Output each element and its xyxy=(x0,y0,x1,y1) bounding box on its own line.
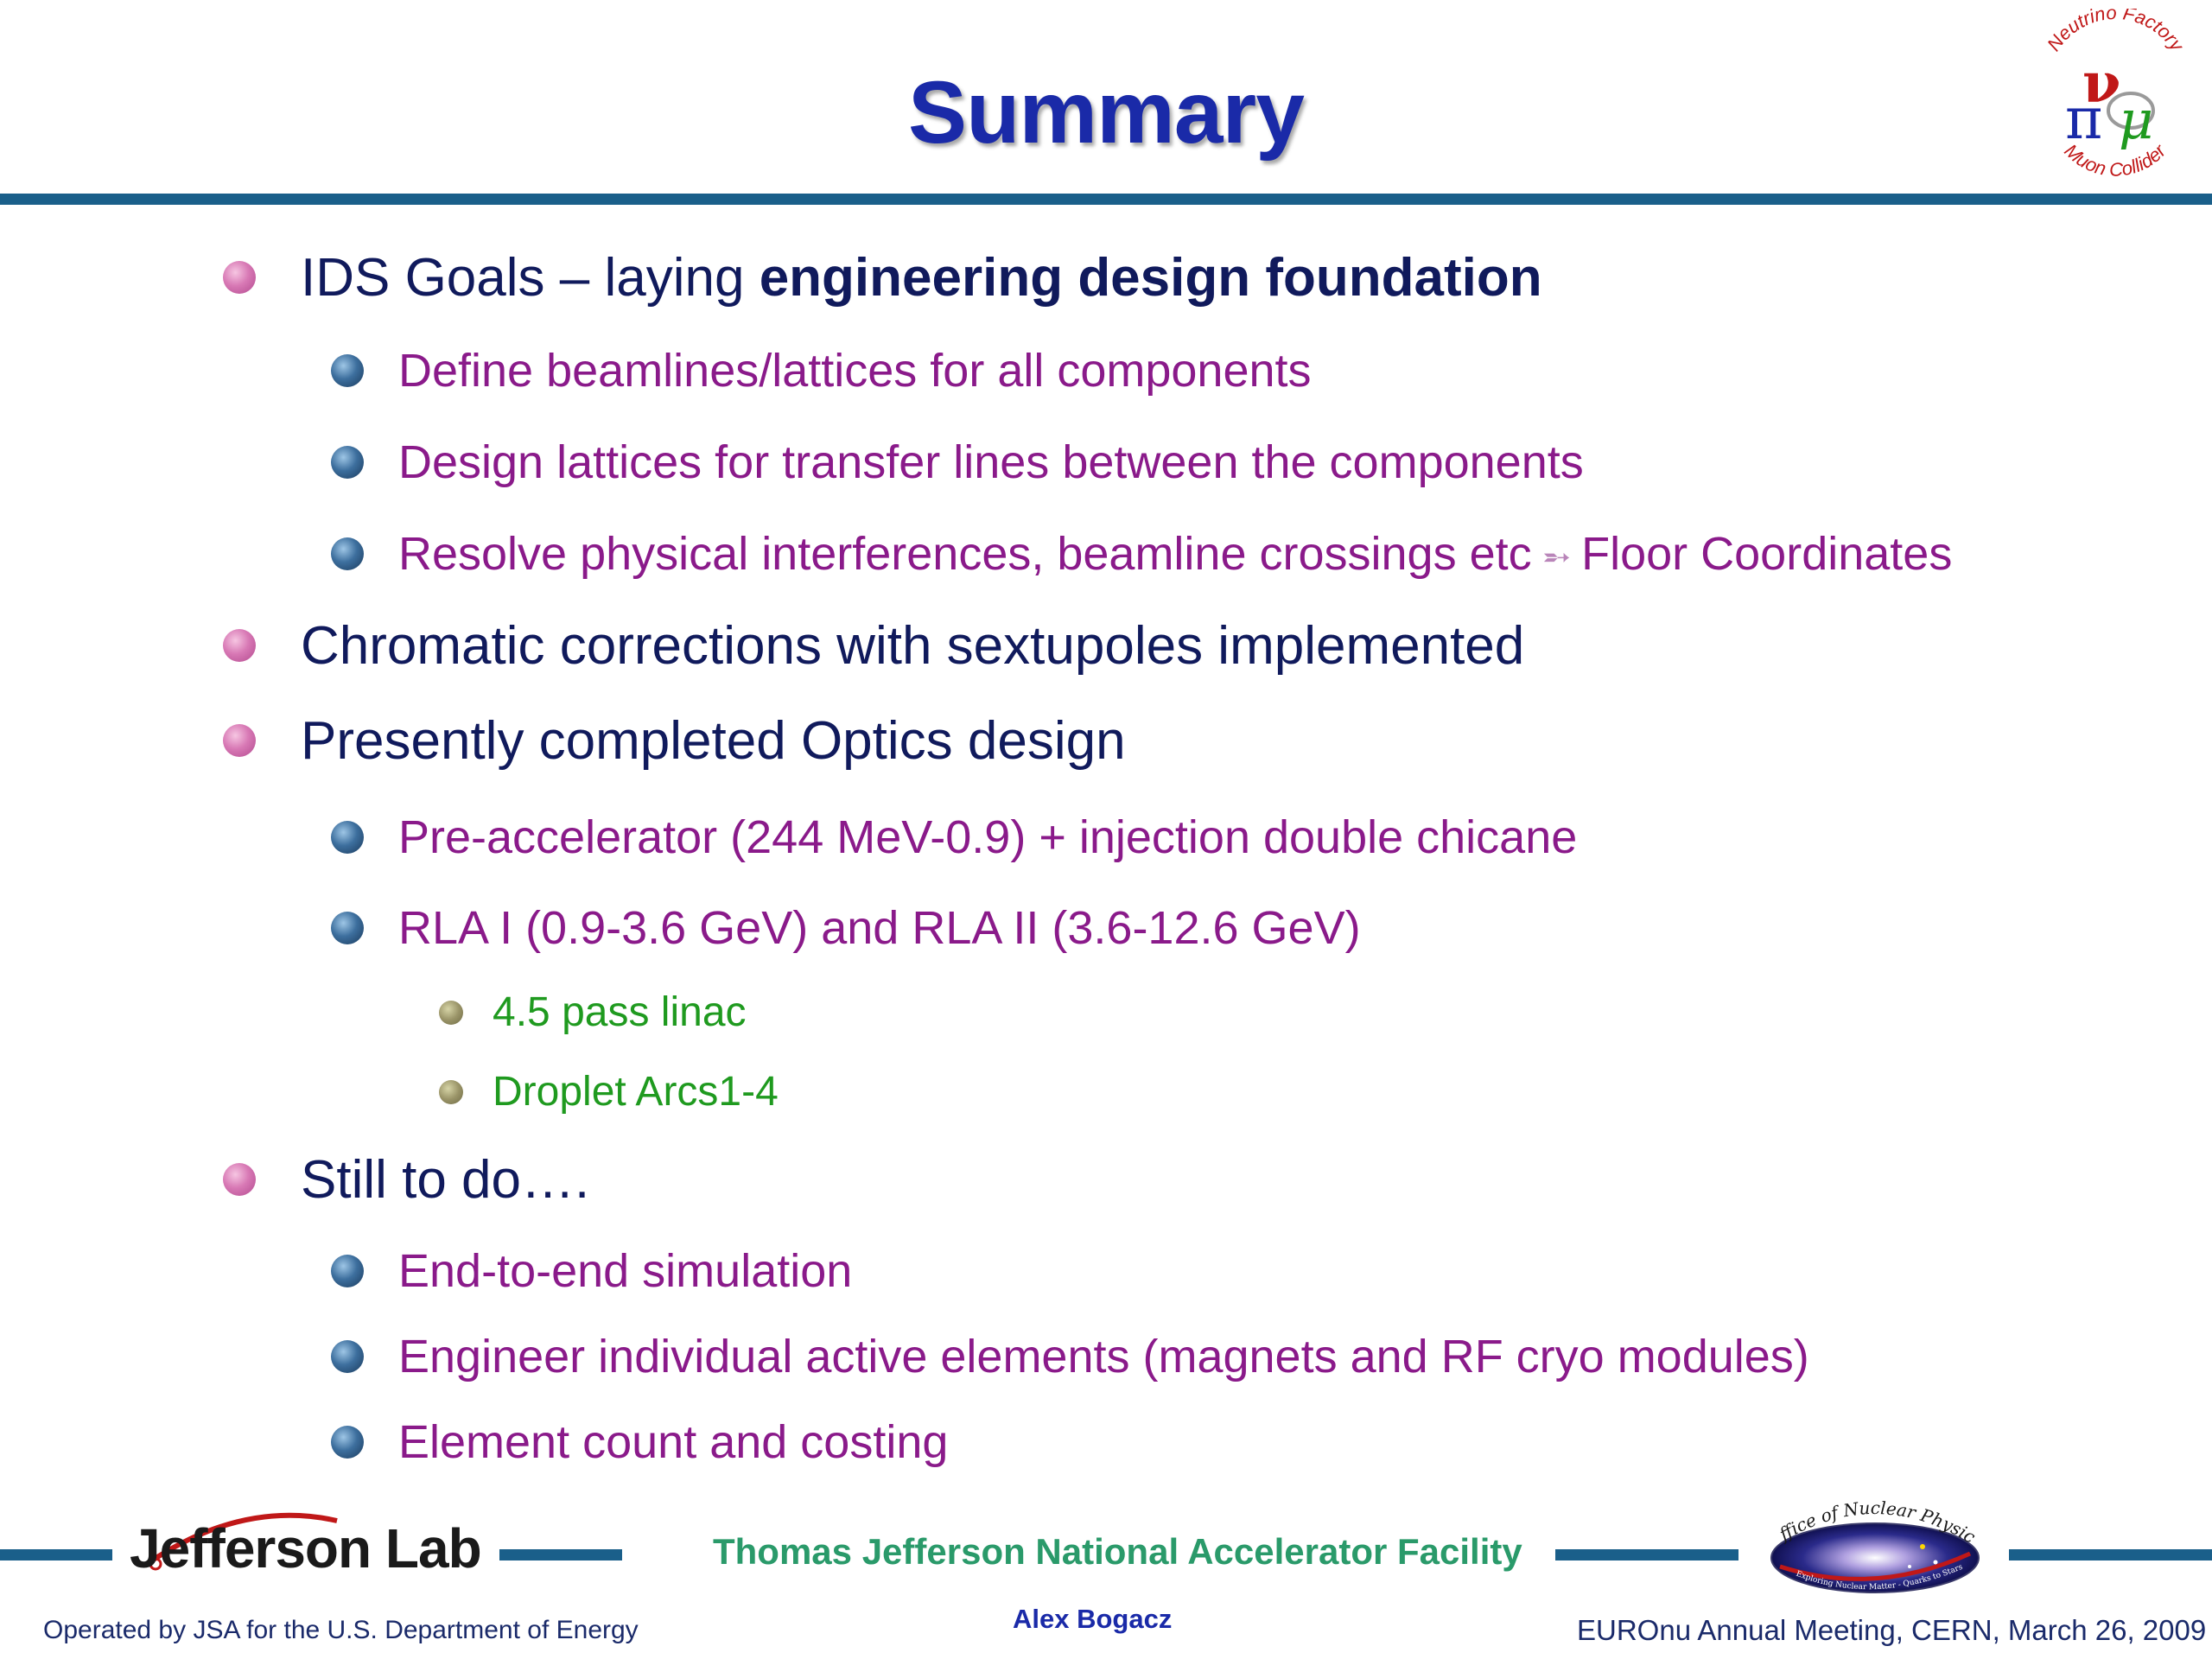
jefferson-lab-logo: Jefferson Lab xyxy=(130,1517,482,1580)
bullet-marker xyxy=(223,261,256,294)
bullet-marker xyxy=(223,724,256,757)
bullet-text: End-to-end simulation xyxy=(398,1245,853,1297)
operated-by: Operated by JSA for the U.S. Department … xyxy=(43,1616,639,1644)
bullet-chromatic-corrections: Chromatic corrections with sextupoles im… xyxy=(223,615,1525,677)
title-divider xyxy=(0,194,2212,205)
svg-text:Neutrino Factory: Neutrino Factory xyxy=(2043,9,2189,56)
bullet-text: Resolve physical interferences, beamline… xyxy=(398,528,1532,580)
bullet-text: Still to do…. xyxy=(301,1150,590,1210)
bullet-text-tail: Floor Coordinates xyxy=(1581,528,1953,580)
bullet-text: Define beamlines/lattices for all compon… xyxy=(398,345,1312,397)
jefferson-lab-swoosh-icon xyxy=(145,1512,338,1571)
bullet-marker xyxy=(331,821,364,854)
footer-rule-mid-left xyxy=(499,1549,622,1560)
bullet-marker xyxy=(331,1255,364,1287)
pi-symbol: π xyxy=(2065,86,2102,152)
bullet-text-bold: engineering design foundation xyxy=(759,248,1542,308)
bullet-engineer-elements: Engineer individual active elements (mag… xyxy=(331,1330,1809,1383)
bullet-text: Pre-accelerator (244 MeV-0.9) + injectio… xyxy=(398,811,1578,863)
bullet-marker xyxy=(331,912,364,944)
bullet-optics-design: Presently completed Optics design xyxy=(223,710,1126,772)
bullet-marker xyxy=(331,1426,364,1459)
bullet-text: Engineer individual active elements (mag… xyxy=(398,1331,1809,1382)
logo-arc-top: Neutrino Factory xyxy=(2043,9,2189,56)
bullet-marker xyxy=(439,1080,463,1104)
bullet-text: RLA I (0.9-3.6 GeV) and RLA II (3.6-12.6… xyxy=(398,902,1361,954)
bullet-pass-linac: 4.5 pass linac xyxy=(439,988,747,1036)
bullet-text: 4.5 pass linac xyxy=(493,989,747,1035)
bullet-marker xyxy=(439,1001,463,1025)
nuclear-physics-logo: Office of Nuclear Physics Exploring Nucl… xyxy=(1763,1493,1980,1593)
bullet-element-count: Element count and costing xyxy=(331,1415,949,1469)
footer-rule-mid-right xyxy=(1555,1549,1738,1560)
facility-name: Thomas Jefferson National Accelerator Fa… xyxy=(713,1531,1522,1572)
bullet-rla: RLA I (0.9-3.6 GeV) and RLA II (3.6-12.6… xyxy=(331,901,1361,955)
bullet-end-to-end: End-to-end simulation xyxy=(331,1244,853,1298)
bullet-ids-goals: IDS Goals – laying engineering design fo… xyxy=(223,247,1542,308)
bullet-marker xyxy=(223,1163,256,1196)
bullet-marker xyxy=(331,1340,364,1373)
bullet-text: Element count and costing xyxy=(398,1416,949,1468)
bullet-pre-accelerator: Pre-accelerator (244 MeV-0.9) + injectio… xyxy=(331,810,1578,864)
bullet-text: Chromatic corrections with sextupoles im… xyxy=(301,616,1525,676)
neutrino-factory-logo: Neutrino Factory Muon Collider ν π μ xyxy=(2043,9,2189,181)
nu-symbol: ν xyxy=(2082,51,2120,116)
bullet-marker xyxy=(331,537,364,570)
bullet-define-beamlines: Define beamlines/lattices for all compon… xyxy=(331,344,1312,397)
arrow-icon: ➵ xyxy=(1541,537,1572,576)
bullet-still-to-do: Still to do…. xyxy=(223,1149,590,1211)
bullet-marker xyxy=(223,629,256,662)
mu-symbol: μ xyxy=(2119,88,2153,151)
slide-title: Summary xyxy=(908,63,1305,162)
bullet-text: Design lattices for transfer lines betwe… xyxy=(398,436,1584,488)
footer-rule-left xyxy=(0,1549,112,1560)
bullet-marker xyxy=(331,446,364,479)
bullet-droplet-arcs: Droplet Arcs1-4 xyxy=(439,1068,779,1116)
footer-rule-right xyxy=(2009,1549,2212,1560)
bullet-text: Presently completed Optics design xyxy=(301,711,1126,771)
bullet-text: IDS Goals – laying xyxy=(301,248,760,308)
bullet-text: Droplet Arcs1-4 xyxy=(493,1069,779,1115)
bullet-resolve-interferences: Resolve physical interferences, beamline… xyxy=(331,527,1953,581)
author-name: Alex Bogacz xyxy=(1013,1604,1173,1634)
meeting-info: EUROnu Annual Meeting, CERN, March 26, 2… xyxy=(1577,1614,2207,1646)
bullet-marker xyxy=(331,354,364,387)
bullet-design-lattices: Design lattices for transfer lines betwe… xyxy=(331,435,1584,489)
